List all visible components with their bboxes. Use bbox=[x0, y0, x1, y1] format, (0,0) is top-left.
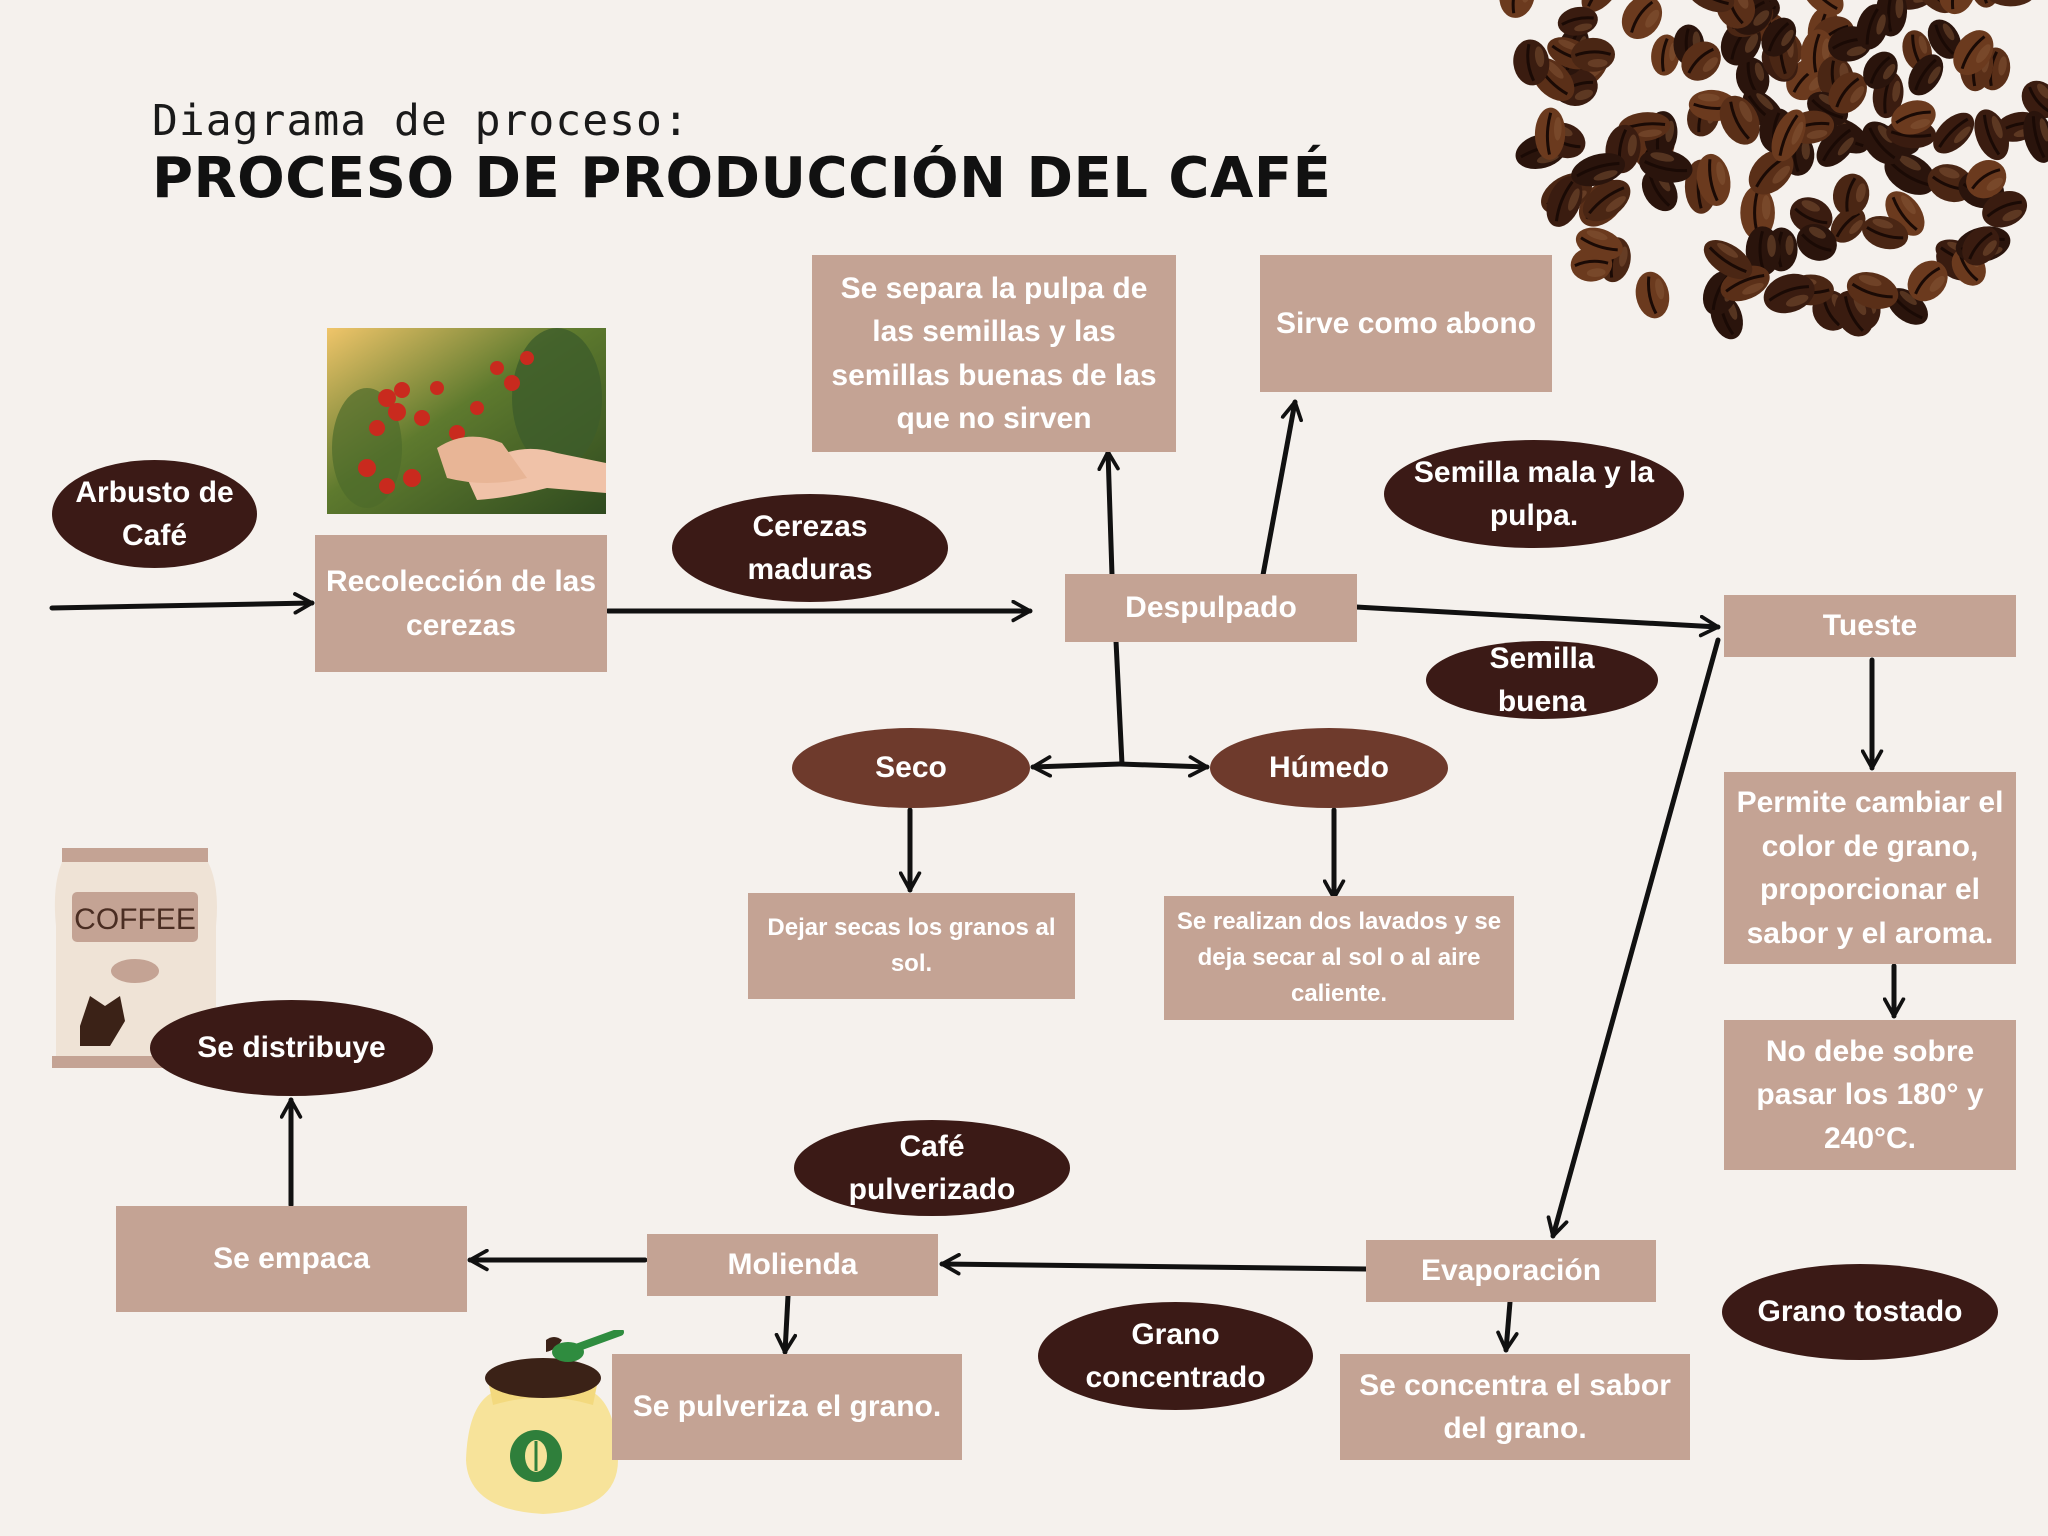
arrow-split-to-seco bbox=[1030, 755, 1123, 778]
coffee-bean bbox=[1771, 109, 1806, 162]
coffee-bean bbox=[1970, 0, 2001, 8]
coffee-bean bbox=[1927, 19, 1962, 59]
coffee-bean bbox=[1581, 0, 1623, 13]
coffee-bean bbox=[1982, 190, 2028, 228]
label-cafe-pulverizado: Café pulverizado bbox=[794, 1120, 1070, 1216]
coffee-bean bbox=[1856, 4, 1889, 50]
coffee-bean bbox=[1621, 0, 1663, 40]
coffee-bean bbox=[1499, 0, 1535, 18]
node-despulpado: Despulpado bbox=[1065, 574, 1357, 642]
label-grano-tostado: Grano tostado bbox=[1722, 1264, 1998, 1360]
coffee-bean bbox=[1570, 37, 1616, 72]
coffee-cherries-photo bbox=[327, 328, 606, 514]
node-molienda: Molienda bbox=[647, 1234, 938, 1296]
coffee-bean bbox=[1761, 17, 1797, 57]
diagram-title: PROCESO DE PRODUCCIÓN DEL CAFÉ bbox=[152, 146, 1332, 211]
coffee-bean bbox=[1789, 197, 1833, 235]
coffee-bean bbox=[1575, 227, 1623, 261]
coffee-bean bbox=[1830, 207, 1866, 243]
label-arbusto: Arbusto de Café bbox=[52, 460, 257, 568]
node-dejar-secas: Dejar secas los granos al sol. bbox=[748, 893, 1075, 999]
coffee-bean bbox=[1763, 273, 1815, 314]
arrow-evaporacion-to-concentra bbox=[1496, 1299, 1519, 1353]
coffee-bean bbox=[1635, 271, 1670, 319]
label-semilla-mala: Semilla mala y la pulpa. bbox=[1384, 440, 1684, 548]
coffee-bean bbox=[2023, 110, 2048, 163]
label-seco: Seco bbox=[792, 728, 1030, 808]
coffee-bean bbox=[1862, 216, 1909, 250]
coffee-bean bbox=[1953, 30, 1994, 76]
node-separa-pulpa: Se separa la pulpa de las semillas y las… bbox=[812, 255, 1176, 452]
coffee-bean bbox=[1703, 240, 1753, 280]
coffee-bean bbox=[1571, 153, 1626, 187]
coffee-bean bbox=[1582, 179, 1631, 222]
coffee-bean bbox=[1908, 54, 1944, 96]
ground-coffee-sack-icon bbox=[466, 1330, 624, 1514]
coffee-bean bbox=[1685, 0, 1735, 13]
coffee-bean bbox=[1546, 176, 1583, 227]
coffee-bean bbox=[1974, 109, 2009, 161]
coffee-bean bbox=[1891, 100, 1936, 135]
label-se-distribuye: Se distribuye bbox=[150, 1000, 433, 1096]
label-humedo: Húmedo bbox=[1210, 728, 1448, 808]
coffee-bean bbox=[1513, 39, 1550, 86]
coffee-bean bbox=[1966, 160, 2007, 199]
coffee-bean bbox=[1863, 51, 1898, 90]
label-cerezas-maduras: Cerezas maduras bbox=[672, 494, 948, 602]
coffee-bean bbox=[1828, 72, 1867, 114]
coffee-bean bbox=[1719, 95, 1760, 145]
coffee-bag-text: COFFEE bbox=[74, 903, 196, 936]
node-pulveriza: Se pulveriza el grano. bbox=[612, 1354, 962, 1460]
coffee-bean bbox=[1716, 0, 1756, 29]
coffee-bean bbox=[1846, 272, 1899, 309]
coffee-bean bbox=[1884, 152, 1936, 195]
coffee-bean bbox=[1557, 6, 1598, 36]
coffee-bean bbox=[1796, 223, 1837, 261]
coffee-bean bbox=[1740, 185, 1775, 241]
node-abono: Sirve como abono bbox=[1260, 255, 1552, 392]
label-grano-concentrado: Grano concentrado bbox=[1038, 1302, 1313, 1410]
node-evaporacion: Evaporación bbox=[1366, 1240, 1656, 1302]
arrow-despulpado-down bbox=[1113, 638, 1125, 767]
coffee-bean bbox=[1832, 173, 1870, 217]
node-recoleccion: Recolección de las cerezas bbox=[315, 535, 607, 672]
coffee-bean bbox=[1534, 107, 1566, 160]
arrow-despulpado-to-tueste bbox=[1353, 604, 1721, 638]
coffee-bean bbox=[1681, 41, 1721, 81]
arrow-despulpado-to-separa bbox=[1097, 449, 1120, 578]
coffee-bean bbox=[1962, 226, 2000, 266]
node-concentra: Se concentra el sabor del grano. bbox=[1340, 1354, 1690, 1460]
coffee-bean bbox=[1639, 149, 1693, 183]
arrow-despulpado-to-abono bbox=[1260, 399, 1304, 578]
node-lavados: Se realizan dos lavados y se deja secar … bbox=[1164, 896, 1514, 1020]
node-permite-cambiar: Permite cambiar el color de grano, propo… bbox=[1724, 772, 2016, 964]
arrow-evaporacion-to-molienda bbox=[939, 1252, 1369, 1276]
node-no-debe: No debe sobre pasar los 180° y 240°C. bbox=[1724, 1020, 2016, 1170]
diagram-subtitle: Diagrama de proceso: bbox=[152, 96, 690, 146]
arrow-start-to-recoleccion bbox=[49, 592, 315, 615]
arrow-molienda-to-pulveriza bbox=[774, 1293, 798, 1355]
arrow-tueste-to-evaporacion bbox=[1546, 637, 1721, 1239]
node-empaca: Se empaca bbox=[116, 1206, 467, 1312]
coffee-bean bbox=[1696, 153, 1731, 206]
coffee-bean bbox=[1907, 260, 1948, 302]
coffee-bean bbox=[1938, 0, 1976, 15]
arrow-split-to-humedo bbox=[1117, 755, 1210, 778]
coffee-bag-icon: COFFEE bbox=[52, 848, 220, 1068]
coffee-bean bbox=[1801, 0, 1844, 16]
label-semilla-buena: Semilla buena bbox=[1426, 641, 1658, 719]
coffee-bean bbox=[1933, 112, 1975, 154]
node-tueste: Tueste bbox=[1724, 595, 2016, 657]
coffee-beans-image bbox=[1499, 0, 2048, 340]
